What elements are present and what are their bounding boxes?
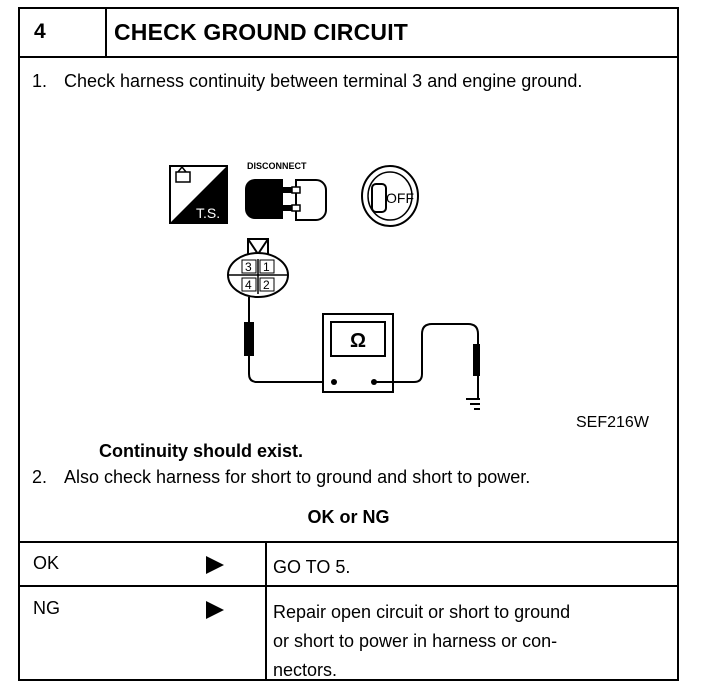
result-ng-label: NG — [33, 598, 60, 618]
result-ng-action-line-3: nectors. — [273, 660, 338, 680]
instruction-2-text: Also check harness for short to ground a… — [64, 467, 531, 487]
result-ok-action: GO TO 5. — [273, 557, 351, 577]
ts-label: T.S. — [196, 205, 220, 221]
procedure-box: 4 CHECK GROUND CIRCUIT 1. Check harness … — [18, 7, 679, 681]
ohmmeter: Ω — [322, 313, 394, 393]
arrow-right-icon — [206, 601, 224, 619]
ignition-off-icon: OFF — [361, 165, 419, 227]
result-row-ng: NG Repair open circuit or short to groun… — [20, 587, 677, 680]
disconnect-label: DISCONNECT — [247, 161, 307, 171]
terminal-4: 4 — [245, 278, 252, 292]
table-divider — [265, 543, 267, 585]
result-table: OK GO TO 5. NG Repair open circuit or sh… — [20, 541, 677, 680]
arrow-right-icon — [206, 556, 224, 574]
ohm-symbol: Ω — [350, 330, 366, 352]
instruction-2-number: 2. — [32, 467, 48, 487]
ground-symbol — [466, 398, 480, 410]
instruction-2: 2. Also check harness for short to ground… — [32, 467, 530, 488]
harness-connector: 3 1 4 2 — [227, 238, 289, 298]
circuit-diagram: T.S. DISCONNECT OFF — [169, 161, 480, 410]
off-label: OFF — [386, 190, 414, 206]
figure-code: SEF216W — [576, 414, 649, 431]
result-ok-label: OK — [33, 553, 60, 573]
table-divider — [265, 587, 267, 679]
test-lead-left — [244, 297, 331, 383]
step-header: 4 CHECK GROUND CIRCUIT — [20, 9, 677, 58]
step-number: 4 — [34, 20, 46, 43]
result-row-ok: OK GO TO 5. — [20, 543, 677, 587]
result-ng-action: Repair open circuit or short to ground o… — [273, 598, 570, 685]
terminal-3: 3 — [245, 260, 252, 274]
disconnect-icon: DISCONNECT — [245, 161, 327, 221]
step-title: CHECK GROUND CIRCUIT — [114, 19, 409, 45]
result-ng-action-line-1: Repair open circuit or short to ground — [273, 602, 571, 622]
terminal-2: 2 — [263, 278, 270, 292]
expected-result: Continuity should exist. — [99, 441, 304, 461]
ts-icon: T.S. — [169, 165, 228, 224]
decision-label: OK or NG — [307, 507, 390, 527]
result-ng-action-line-2: or short to power in harness or con- — [273, 631, 558, 651]
test-lead-right — [374, 323, 480, 399]
terminal-1: 1 — [263, 260, 270, 274]
instruction-1: 1. Check harness continuity between term… — [32, 67, 642, 95]
instruction-1-number: 1. — [32, 71, 48, 91]
header-divider — [105, 9, 107, 56]
instruction-1-text: Check harness continuity between termina… — [64, 71, 583, 91]
